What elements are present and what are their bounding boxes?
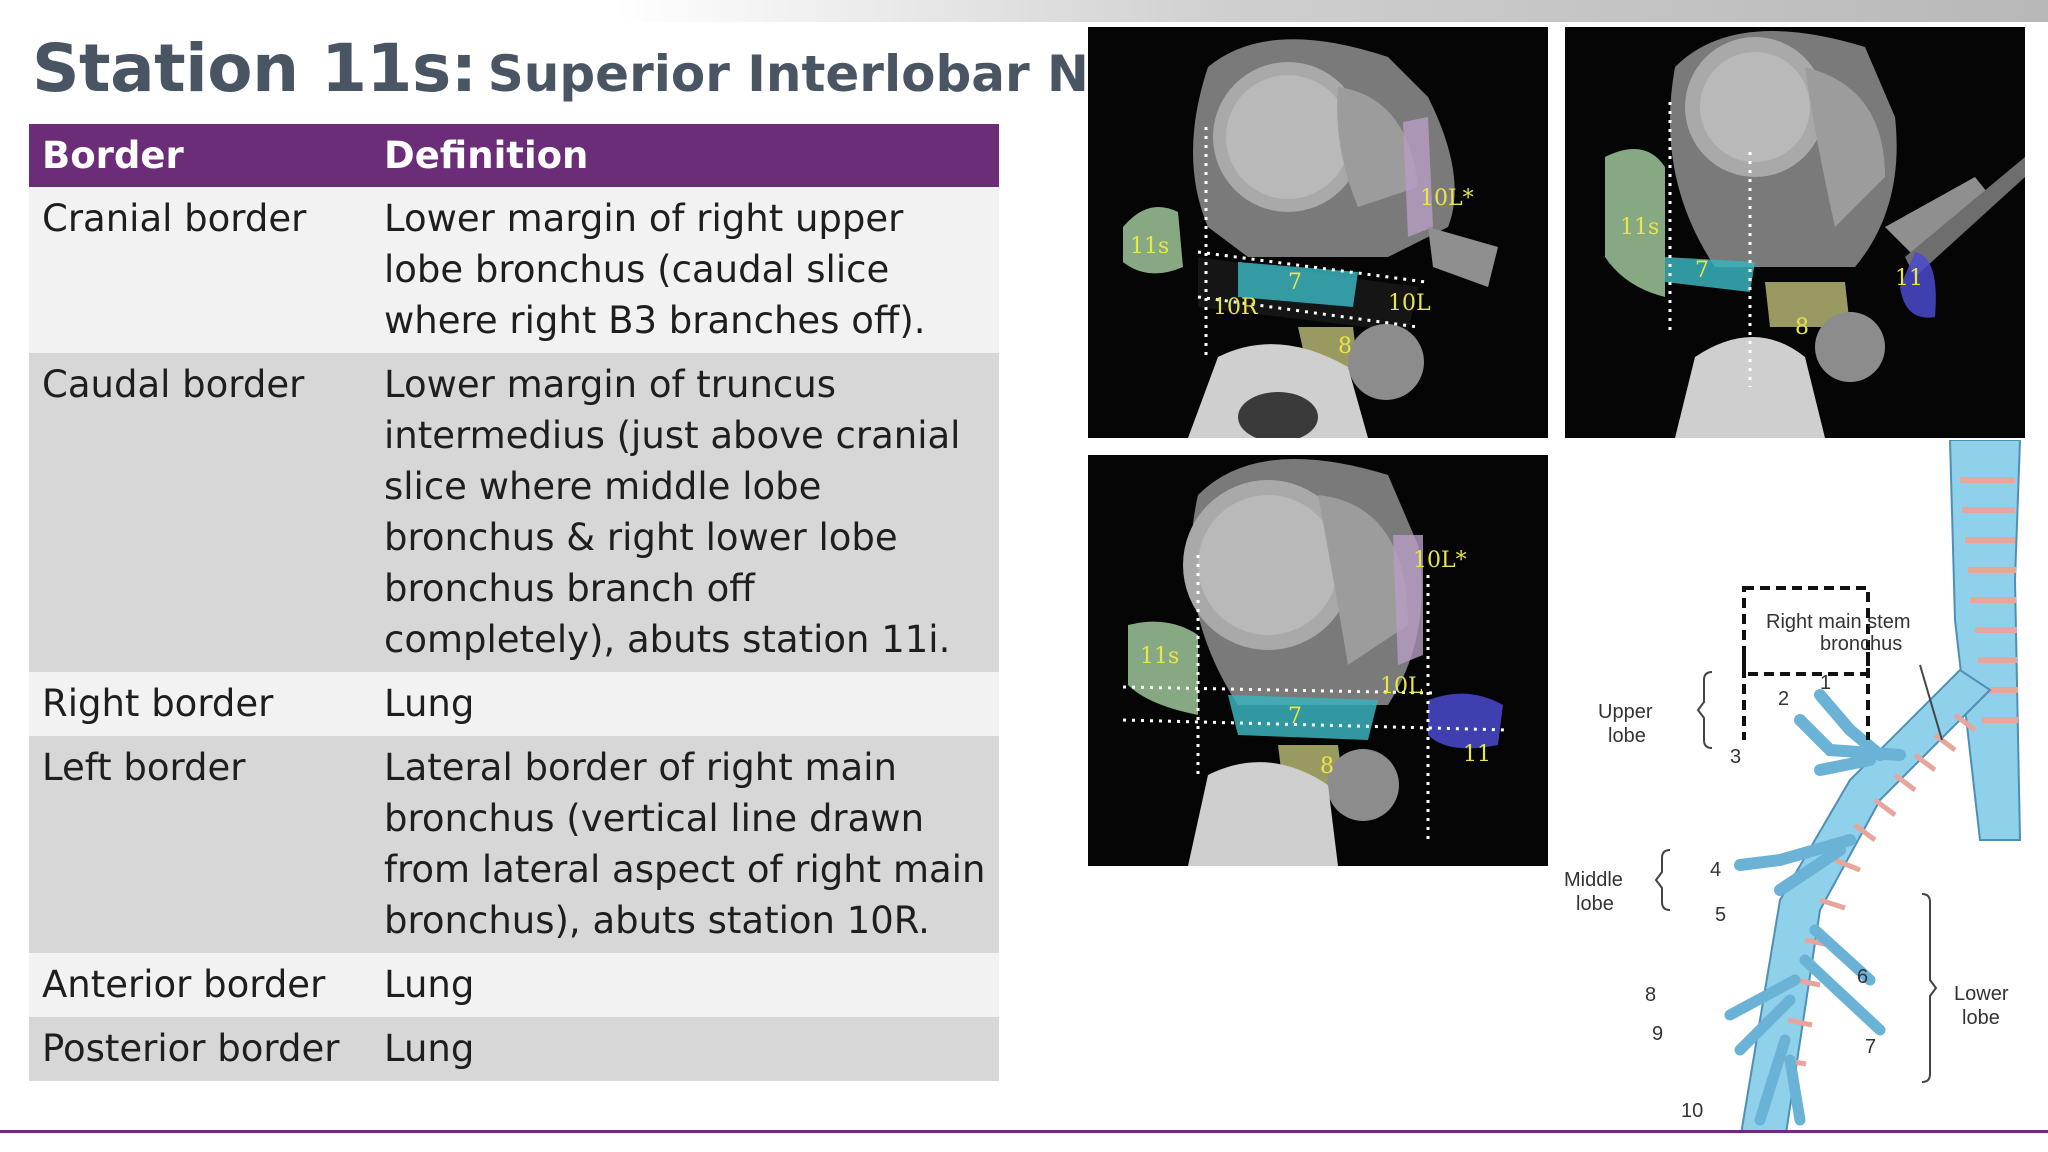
border-cell: Anterior border — [29, 953, 371, 1017]
header-definition: Definition — [371, 124, 999, 187]
segment-7: 7 — [1865, 1036, 1876, 1058]
table-row: Caudal border Lower margin of truncus in… — [29, 353, 999, 672]
slide-title: Station 11s: Superior Interlobar Nodes — [32, 30, 1223, 107]
segment-10: 10 — [1681, 1100, 1703, 1122]
segment-2: 2 — [1778, 688, 1789, 710]
label-lower: Lower — [1954, 983, 2009, 1005]
label-11s: 11s — [1130, 234, 1169, 259]
label-10l: 10L — [1380, 674, 1423, 699]
table-row: Anterior border Lung — [29, 953, 999, 1017]
title-station: Station 11s: — [32, 30, 477, 107]
label-10l: 10L — [1388, 291, 1431, 316]
segment-3: 3 — [1730, 746, 1741, 768]
segment-5: 5 — [1715, 904, 1726, 926]
definition-cell: Lung — [371, 953, 999, 1017]
border-cell: Right border — [29, 672, 371, 736]
definition-cell: Lateral border of right main bronchus (v… — [371, 736, 999, 953]
segment-6: 6 — [1857, 966, 1868, 988]
ct-image-cranial: 11s 10L* 7 10R 10L 8 — [1088, 27, 1548, 438]
label-middle-lobe: lobe — [1576, 893, 1614, 915]
label-8: 8 — [1338, 334, 1352, 359]
segment-8: 8 — [1645, 984, 1656, 1006]
label-11: 11 — [1895, 266, 1923, 291]
label-upper-lobe: lobe — [1608, 725, 1646, 747]
border-cell: Cranial border — [29, 187, 371, 353]
label-upper: Upper — [1598, 701, 1653, 723]
definition-cell: Lower margin of truncus intermedius (jus… — [371, 353, 999, 672]
label-right-main-stem: Right main stem — [1766, 611, 1911, 633]
label-11s: 11s — [1140, 644, 1179, 669]
label-bronchus: bronchus — [1820, 633, 1902, 655]
footer-rule — [0, 1130, 2048, 1133]
table-row: Left border Lateral border of right main… — [29, 736, 999, 953]
label-11s: 11s — [1620, 215, 1659, 240]
table-row: Right border Lung — [29, 672, 999, 736]
table-header-row: Border Definition — [29, 124, 999, 187]
table-row: Cranial border Lower margin of right upp… — [29, 187, 999, 353]
table-row: Posterior border Lung — [29, 1017, 999, 1081]
label-8: 8 — [1795, 315, 1809, 340]
label-11: 11 — [1463, 742, 1491, 767]
border-definition-table: Border Definition Cranial border Lower m… — [29, 124, 999, 1081]
definition-cell: Lung — [371, 672, 999, 736]
border-cell: Left border — [29, 736, 371, 953]
segment-9: 9 — [1652, 1023, 1663, 1045]
segment-1: 1 — [1820, 672, 1831, 694]
label-10l-star: 10L* — [1420, 186, 1474, 211]
header-border: Border — [29, 124, 371, 187]
label-lower-lobe: lobe — [1962, 1007, 2000, 1029]
definition-cell: Lung — [371, 1017, 999, 1081]
border-cell: Posterior border — [29, 1017, 371, 1081]
bronchial-tree-diagram: Right main stem bronchus Upper lobe Midd… — [1550, 440, 2048, 1130]
border-cell: Caudal border — [29, 353, 371, 672]
ct-image-caudal: 11s 10L* 10L 7 8 11 — [1088, 455, 1548, 866]
label-7: 7 — [1288, 704, 1302, 729]
label-10r: 10R — [1213, 295, 1259, 320]
top-gradient-band — [0, 0, 2048, 22]
label-7: 7 — [1695, 258, 1709, 283]
label-10l-star: 10L* — [1413, 548, 1467, 573]
label-7: 7 — [1288, 270, 1302, 295]
label-8: 8 — [1320, 754, 1334, 779]
segment-4: 4 — [1710, 859, 1721, 881]
definition-cell: Lower margin of right upper lobe bronchu… — [371, 187, 999, 353]
label-middle: Middle — [1564, 869, 1623, 891]
ct-image-middle: 11s 7 8 11 — [1565, 27, 2025, 438]
